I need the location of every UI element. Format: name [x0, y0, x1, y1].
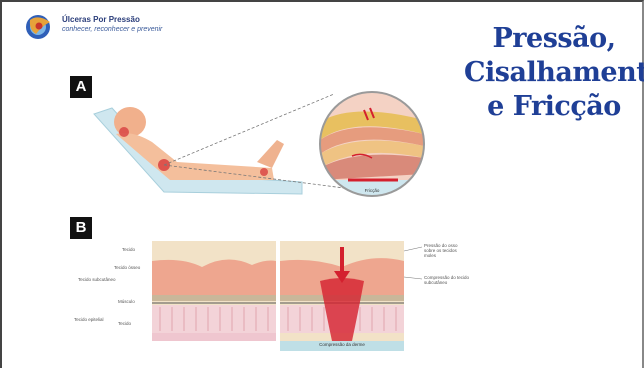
title-line-1: Pressão, [464, 22, 644, 56]
pressure-point-heel [260, 168, 268, 176]
patient-head [114, 107, 146, 137]
tissue-normal [152, 241, 276, 341]
header: Úlceras Por Pressão conhecer, reconhecer… [24, 12, 274, 44]
patient-illustration [52, 62, 452, 212]
panel-a: A [52, 62, 452, 212]
title-line-3: e Fricção [464, 90, 644, 124]
brand-name: Úlceras Por Pressão [62, 15, 140, 24]
tissue-compressed [280, 241, 404, 351]
title-line-2: Cisalhamento [464, 56, 644, 90]
surface-label: Compressão da derme [280, 342, 404, 347]
page-title: Pressão, Cisalhamento e Fricção [464, 22, 644, 124]
pressure-point-shoulder [119, 127, 129, 137]
callout-label: Fricção [360, 188, 384, 193]
brand-logo-icon [24, 12, 58, 42]
panel-b: B Tecido Tecido ósseo Tecido subcutâneo … [52, 217, 572, 367]
right-label-2: Compressão do tecido subcutâneo [424, 275, 470, 285]
right-label-1: Pressão do osso sobre os tecidos moles [424, 243, 470, 258]
brand-tagline: conhecer, reconhecer e prevenir [62, 26, 162, 33]
callout-line-top [164, 94, 334, 165]
patient-knee [257, 140, 284, 168]
